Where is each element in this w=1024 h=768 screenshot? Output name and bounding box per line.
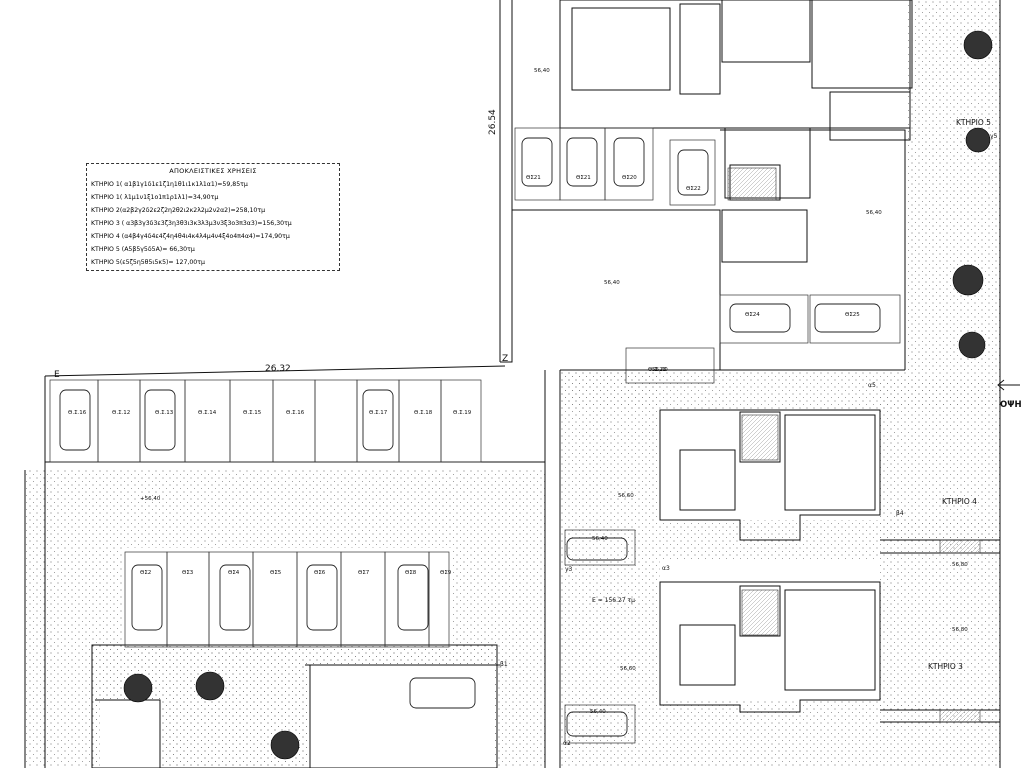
parking-label: Θ.Σ.12	[112, 410, 131, 416]
parking-label: ΘΣ9	[440, 570, 452, 576]
elevation-label: 56,40	[534, 68, 550, 74]
elevation-label: 56,80	[952, 562, 968, 568]
parking-label: Θ.Σ.14	[198, 410, 217, 416]
tree-symbols	[123, 30, 993, 760]
legend-row: ΚΤΗΡΙΟ 1( α1β1γ1δ1ε1ζ1η1θ1ι1κ1λ1α1)=59,8…	[91, 181, 248, 188]
parking-label: Θ.Σ.23	[648, 367, 667, 373]
view-label: ΟΨΗ	[1000, 400, 1022, 410]
parking-label: ΘΣ7	[358, 570, 370, 576]
parking-label: ΘΣ25	[845, 312, 860, 318]
legend-row: ΚΤΗΡΙΟ 3 ( α3β3γ3δ3ε3ζ3η3θ3ι3κ3λ3μ3ν3ξ3ο…	[91, 220, 292, 227]
legend-row: ΚΤΗΡΙΟ 5 (Α5β5γ5δ5Α)= 66,30τμ	[91, 246, 195, 253]
elevation-label: 56,40	[652, 367, 668, 373]
parking-label: Θ.Σ.19	[453, 410, 472, 416]
point-e: E	[54, 370, 60, 380]
parking-label: ΘΣ2	[140, 570, 152, 576]
parking-label: Θ.Σ.16	[68, 410, 87, 416]
legend-title: ΑΠΟΚΛΕΙΣΤΙΚΕΣ ΧΡΗΣΕΙΣ	[169, 167, 257, 175]
legend-row: ΚΤΗΡΙΟ 5(ε5ζ5η5θ5ι5κ5)= 127,00τμ	[91, 259, 205, 266]
corner-marker: β1	[500, 661, 508, 668]
elevation-label: 56,40	[866, 210, 882, 216]
parking-label: Θ.Σ.16	[286, 410, 305, 416]
car-symbols	[59, 137, 881, 737]
elevation-label: 56,80	[952, 627, 968, 633]
elevation-label: 56,40	[592, 536, 608, 542]
dimension-horizontal: 26.32	[265, 364, 291, 374]
parking-label: ΘΣ6	[314, 570, 326, 576]
building-3-label: ΚΤΗΡΙΟ 3	[928, 662, 963, 671]
dimension-vertical: 26.54	[488, 109, 498, 135]
corner-marker: γ5	[990, 133, 998, 140]
view-arrow-icon	[997, 379, 1020, 391]
legend-row: ΚΤΗΡΙΟ 4 (α4β4γ4δ4ε4ζ4η4θ4ι4κ4λ4μ4ν4ξ4ο4…	[91, 233, 290, 240]
elevation-label: 56,60	[620, 666, 636, 672]
corner-marker: α5	[868, 382, 876, 389]
parking-label: Θ.Σ.13	[155, 410, 174, 416]
corner-marker: γ3	[565, 566, 573, 573]
parking-label: ΘΣ5	[270, 570, 282, 576]
legend-row: ΚΤΗΡΙΟ 1( λ1μ1ν1ξ1ο1π1ρ1λ1)=34,90τμ	[91, 194, 219, 201]
parking-label: ΘΣ24	[745, 312, 760, 318]
legend-box: ΑΠΟΚΛΕΙΣΤΙΚΕΣ ΧΡΗΣΕΙΣ ΚΤΗΡΙΟ 1( α1β1γ1δ1…	[86, 163, 340, 271]
parking-bays	[49, 127, 901, 744]
legend-row: ΚΤΗΡΙΟ 2(α2β2γ2δ2ε2ζ2η2θ2ι2κ2λ2μ2ν2α2)=2…	[91, 207, 266, 214]
elevation-label: 56,60	[618, 493, 634, 499]
parking-label: ΘΣ21	[576, 175, 591, 181]
parking-label: ΘΣ8	[405, 570, 417, 576]
stair-symbols	[727, 167, 981, 723]
parking-label: Θ.Σ.15	[243, 410, 262, 416]
building-5-label: ΚΤΗΡΙΟ 5	[956, 118, 991, 127]
parking-label: ΘΣ4	[228, 570, 240, 576]
corner-marker: β4	[896, 510, 904, 517]
building-4-label: ΚΤΗΡΙΟ 4	[942, 497, 977, 506]
elevation-label: +56,40	[140, 496, 161, 502]
elevation-label: 56,40	[590, 709, 606, 715]
parking-label: ΘΣ20	[622, 175, 637, 181]
area-label: E = 156.27 τμ	[592, 597, 635, 604]
point-z: Z	[502, 354, 509, 364]
parking-label: ΘΣ21	[526, 175, 541, 181]
parking-label: Θ.Σ.18	[414, 410, 433, 416]
parking-label: Θ.Σ.17	[369, 410, 388, 416]
corner-marker: α3	[662, 565, 670, 572]
parking-label: ΘΣ22	[686, 186, 701, 192]
parking-label: ΘΣ3	[182, 570, 194, 576]
elevation-label: 56,40	[604, 280, 620, 286]
corner-marker: α2	[563, 740, 571, 747]
